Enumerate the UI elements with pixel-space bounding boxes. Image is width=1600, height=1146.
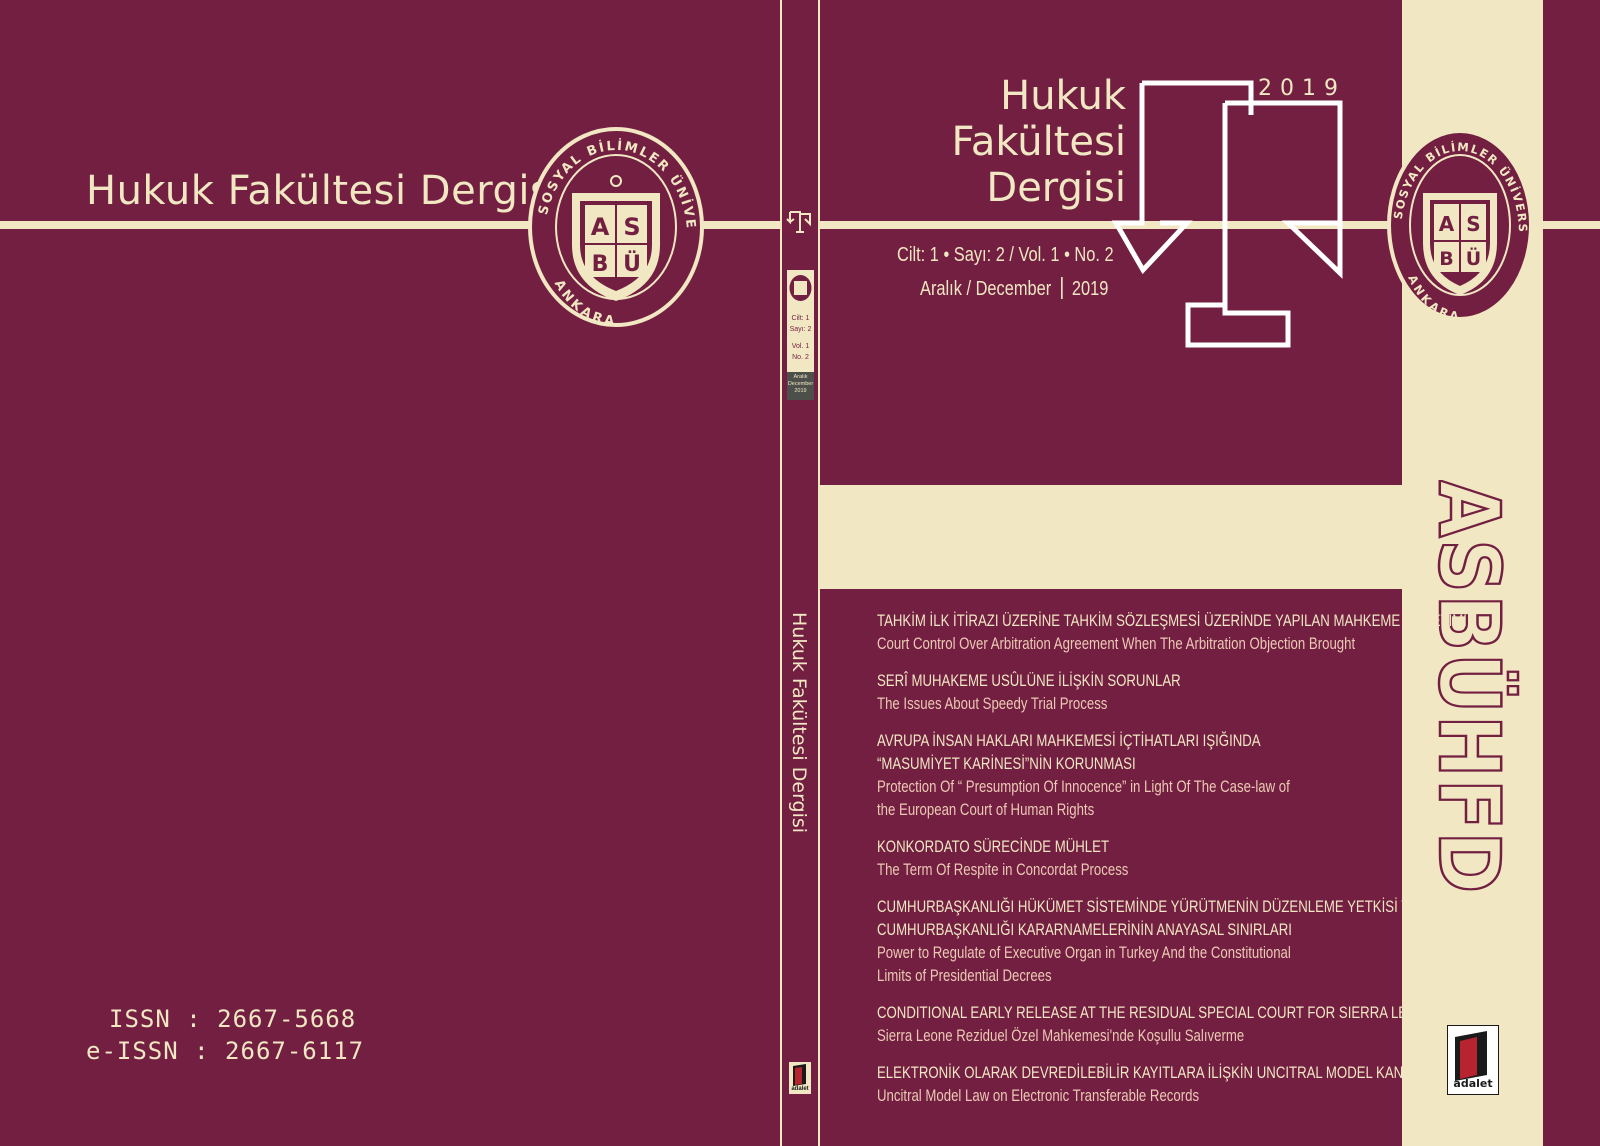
toc-title-tr: SERÎ MUHAKEME USÛLÜNE İLİŞKİN SORUNLAR xyxy=(877,672,1181,690)
spine-date-1: Aralık xyxy=(793,374,808,380)
scales-of-justice-icon xyxy=(1111,80,1343,348)
spine-vol-tr-1: Cilt: 1 xyxy=(791,315,810,322)
toc-title-en: Protection Of “ Presumption Of Innocence… xyxy=(877,778,1290,796)
toc-entry: AVRUPA İNSAN HAKLARI MAHKEMESİ İÇTİHATLA… xyxy=(877,730,1437,822)
spine-vol-tr-2: Sayı: 2 xyxy=(789,326,812,333)
date-info: Aralık / December 2019 xyxy=(920,277,1108,301)
toc-entry: KONKORDATO SÜRECİNDE MÜHLET The Term Of R… xyxy=(877,836,1437,882)
back-title: Hukuk Fakültesi Dergisi xyxy=(86,168,563,214)
e-issn: e-ISSN : 2667-6117 xyxy=(86,1037,365,1065)
toc-entry: SERÎ MUHAKEME USÛLÜNE İLİŞKİN SORUNLAR Th… xyxy=(877,670,1437,716)
toc-title-tr: CONDITIONAL EARLY RELEASE AT THE RESIDUA… xyxy=(877,1004,1436,1022)
toc-entry: CONDITIONAL EARLY RELEASE AT THE RESIDUA… xyxy=(877,1002,1437,1048)
front-seal-letter-b: B xyxy=(1439,248,1453,270)
toc-title-en: Court Control Over Arbitration Agreement… xyxy=(877,635,1356,653)
date-divider xyxy=(1060,277,1063,299)
toc-title-tr: KONKORDATO SÜRECİNDE MÜHLET xyxy=(877,838,1110,856)
toc-entry: ELEKTRONİK OLARAK DEVREDİLEBİLİR KAYITLA… xyxy=(877,1062,1437,1108)
publisher-logo-icon xyxy=(1447,1025,1499,1095)
spine-vol-en-1: Vol. 1 xyxy=(791,343,810,350)
toc-title-tr: ELEKTRONİK OLARAK DEVREDİLEBİLİR KAYITLA… xyxy=(877,1064,1432,1082)
spine-scale-icon xyxy=(786,211,811,233)
horizontal-cream-band xyxy=(820,485,1405,589)
front-title-line1: Hukuk xyxy=(1000,73,1126,119)
issn: ISSN : 2667-5668 xyxy=(109,1005,357,1033)
toc-entry: TAHKİM İLK İTİRAZI ÜZERİNE TAHKİM SÖZLEŞ… xyxy=(877,610,1467,656)
publisher-name: adalet xyxy=(1453,1077,1493,1090)
toc-title-en: Sierra Leone Reziduel Özel Mahkemesi'nde… xyxy=(877,1027,1245,1045)
date-label: Aralık / December xyxy=(920,278,1052,300)
seal-letter-s: S xyxy=(623,213,640,241)
seal-letter-a: A xyxy=(591,213,610,241)
toc-title-en: Power to Regulate of Executive Organ in … xyxy=(877,944,1291,962)
toc-title-en: The Term Of Respite in Concordat Process xyxy=(877,861,1129,879)
table-of-contents: TAHKİM İLK İTİRAZI ÜZERİNE TAHKİM SÖZLEŞ… xyxy=(877,610,1467,1122)
spine-vol-en-2: No. 2 xyxy=(792,354,809,361)
spine-date-2: December xyxy=(787,381,814,387)
spine-title-text: Hukuk Fakültesi Dergisi xyxy=(788,612,810,834)
spine-panel xyxy=(782,0,818,1146)
front-seal-letter-a: A xyxy=(1439,212,1455,236)
spine-title: Hukuk Fakültesi Dergisi xyxy=(788,612,812,842)
front-title-line3: Dergisi xyxy=(986,165,1126,211)
back-stripe xyxy=(0,221,781,229)
front-university-seal-icon: SOSYAL BİLİMLER ÜNİVERSİTESİ ANKARA A S … xyxy=(1385,125,1533,323)
acronym-text: ASBÜHFD xyxy=(1420,480,1518,895)
volume-info: Cilt: 1 • Sayı: 2 / Vol. 1 • No. 2 xyxy=(897,244,1114,266)
toc-title-en: Limits of Presidential Decrees xyxy=(877,967,1052,985)
spine-seal-icon xyxy=(789,275,812,301)
front-title-line2: Fakültesi xyxy=(951,119,1127,165)
front-stripe xyxy=(820,221,1405,229)
spine-publisher-logo-icon xyxy=(789,1062,811,1094)
seal-letter-u: Ü xyxy=(623,251,641,277)
front-year: 2019 xyxy=(1258,76,1346,101)
spine-border-right xyxy=(818,0,820,1146)
spine-date-3: 2019 xyxy=(794,388,807,394)
spine-border-left xyxy=(780,0,782,1146)
front-stripe-edge xyxy=(1542,221,1600,229)
toc-title-en: Uncitral Model Law on Electronic Transfe… xyxy=(877,1087,1200,1105)
toc-title-tr: “MASUMİYET KARİNESİ”NİN KORUNMASI xyxy=(877,755,1136,773)
toc-title-tr: CUMHURBAŞKANLIĞI HÜKÜMET SİSTEMİNDE YÜRÜ… xyxy=(877,898,1420,916)
toc-title-en: the European Court of Human Rights xyxy=(877,801,1095,819)
journal-acronym: ASBÜHFD xyxy=(1419,480,1520,896)
toc-title-tr: CUMHURBAŞKANLIĞI KARARNAMELERİNİN ANAYAS… xyxy=(877,921,1292,939)
university-seal-icon: SOSYAL BİLİMLER ÜNİVERSİTESİ ANKARA A S … xyxy=(525,125,704,329)
date-year: 2019 xyxy=(1071,278,1109,300)
toc-entry: CUMHURBAŞKANLIĞI HÜKÜMET SİSTEMİNDE YÜRÜ… xyxy=(877,896,1437,988)
seal-letter-b: B xyxy=(592,252,609,277)
toc-title-tr: AVRUPA İNSAN HAKLARI MAHKEMESİ İÇTİHATLA… xyxy=(877,732,1261,750)
toc-title-en: The Issues About Speedy Trial Process xyxy=(877,695,1108,713)
front-seal-letter-u: Ü xyxy=(1466,246,1481,270)
spine-publisher-name: adalet xyxy=(791,1086,809,1092)
front-seal-letter-s: S xyxy=(1466,212,1480,236)
toc-title-tr: TAHKİM İLK İTİRAZI ÜZERİNE TAHKİM SÖZLEŞ… xyxy=(877,612,1467,630)
spine-date-box xyxy=(787,372,814,400)
